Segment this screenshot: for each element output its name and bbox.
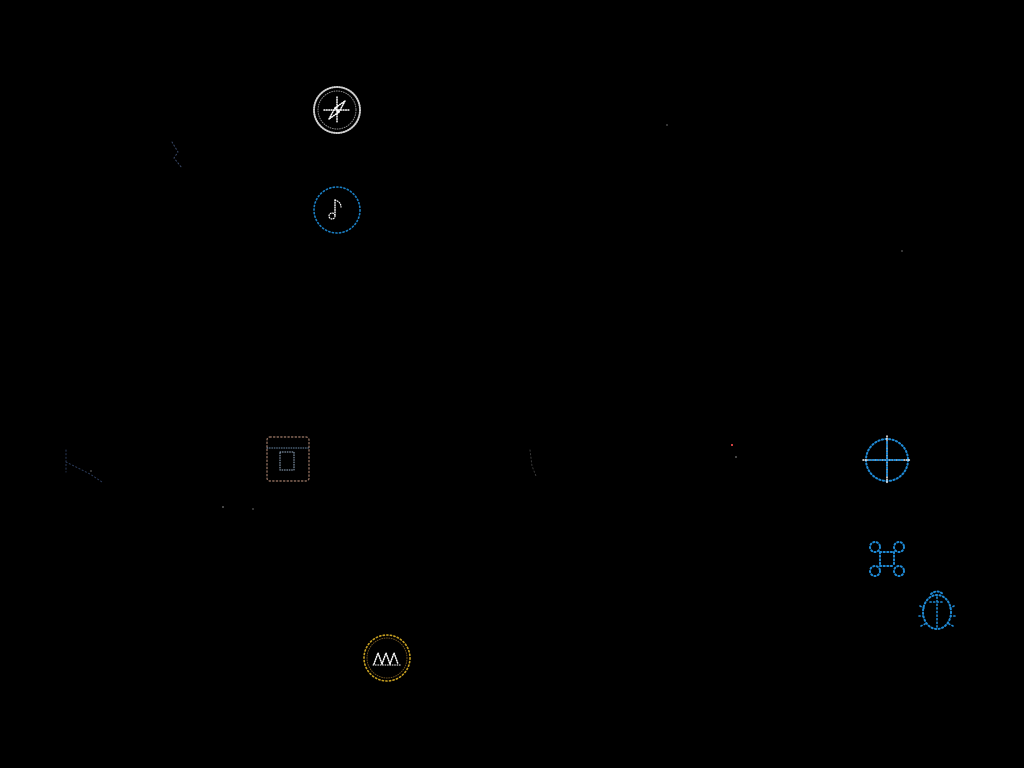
speck — [90, 470, 92, 472]
medal-icon[interactable] — [361, 632, 413, 684]
crosshair-icon[interactable] — [861, 434, 913, 486]
speck — [252, 508, 254, 510]
speck — [666, 124, 668, 126]
pointer-fragment-icon[interactable] — [524, 446, 550, 480]
music-note-icon[interactable] — [311, 184, 363, 236]
window-fragment-icon[interactable] — [60, 444, 110, 486]
speck — [222, 506, 224, 508]
bug-icon[interactable] — [912, 584, 962, 634]
speck — [731, 444, 733, 446]
speck — [901, 250, 903, 252]
sketch-icon[interactable] — [168, 138, 192, 174]
compass-icon[interactable] — [311, 84, 363, 136]
speck — [735, 456, 737, 458]
document-icon[interactable] — [262, 434, 314, 486]
command-key-icon[interactable] — [862, 534, 912, 584]
